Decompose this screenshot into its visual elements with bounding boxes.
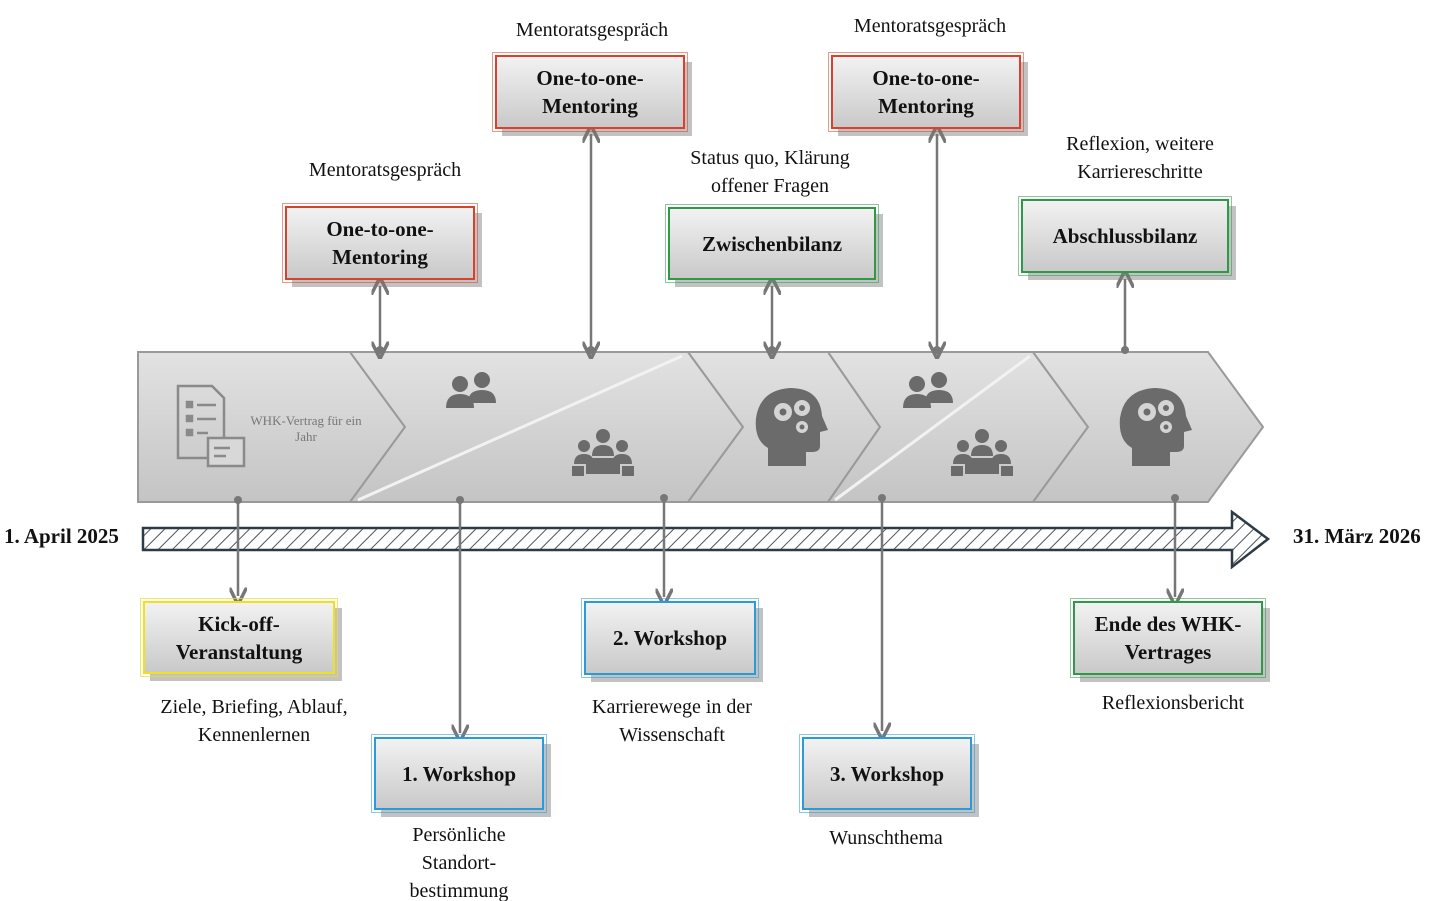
connector-dots	[234, 346, 1179, 504]
phase-2-divider	[357, 354, 683, 502]
bottom-caption-5: Reflexionsbericht	[1101, 692, 1245, 714]
connectors-bottom	[238, 498, 1175, 733]
phase-4-divider	[834, 354, 1031, 502]
meeting-table-icon	[951, 429, 1013, 476]
top-caption-4: Mentoratsgespräch	[853, 15, 1007, 37]
mentoring-box-2: One-to-one-Mentoring	[492, 52, 688, 132]
mentoring-box-3: One-to-one-Mentoring	[828, 52, 1024, 132]
top-caption-1: Mentoratsgespräch	[308, 159, 462, 181]
meeting-table-icon	[572, 429, 634, 476]
bottom-caption-1: Ziele, Briefing, Ablauf, Kennenlernen	[160, 696, 348, 746]
contract-note: WHK-Vertrag für ein Jahr	[250, 413, 362, 444]
top-caption-5: Reflexion, weitere Karriereschritte	[1066, 133, 1214, 183]
workshop-3-box: 3. Workshop	[799, 734, 975, 813]
top-caption-2: Mentoratsgespräch	[515, 19, 669, 41]
mentoring-box-1: One-to-one-Mentoring	[282, 203, 478, 283]
head-gears-icon	[755, 388, 828, 466]
workshop-1-box: 1. Workshop	[371, 734, 547, 813]
end-date: 31. März 2026	[1293, 524, 1421, 548]
bottom-caption-3: Karrierewege in der Wissenschaft	[592, 696, 752, 746]
timeline-arrow	[141, 509, 1271, 570]
phase-2-chevron	[348, 351, 745, 503]
kickoff-box: Kick-off-Veranstaltung	[140, 598, 338, 677]
connectors-top	[380, 134, 1125, 350]
top-caption-3: Status quo, Klärung offener Fragen	[690, 147, 850, 197]
bottom-caption-2: Persönliche Standort- bestimmung	[409, 824, 509, 901]
people-pair-icon	[446, 372, 496, 408]
zwischenbilanz-box: Zwischenbilanz	[665, 204, 879, 283]
start-date: 1. April 2025	[4, 524, 119, 548]
abschlussbilanz-box: Abschlussbilanz	[1018, 196, 1232, 276]
people-pair-icon	[903, 372, 953, 408]
head-gears-icon	[1119, 388, 1192, 466]
vertragsende-box: Ende des WHK-Vertrages	[1070, 598, 1266, 678]
bottom-caption-4: Wunschthema	[829, 827, 943, 849]
workshop-2-box: 2. Workshop	[581, 598, 759, 678]
document-list-icon	[176, 384, 246, 468]
